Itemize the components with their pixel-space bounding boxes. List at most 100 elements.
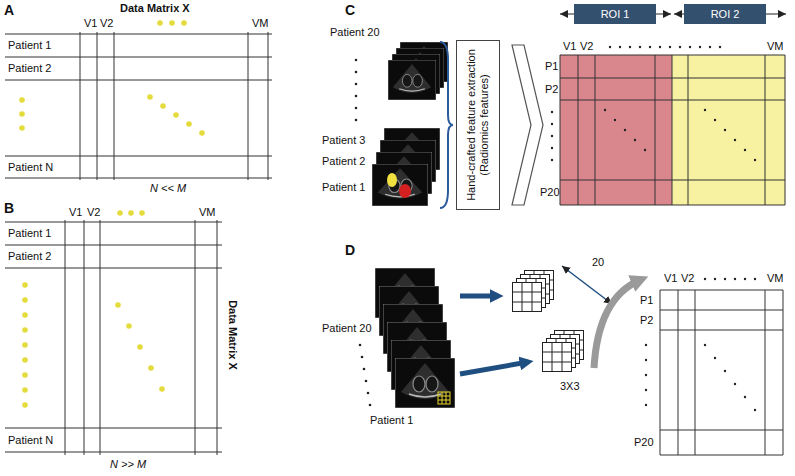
ellipsis-dots [173,112,179,118]
patch-grid [438,392,450,404]
ellipsis-dots [159,386,165,392]
row-label: P20 [540,186,560,199]
ellipsis-dots [704,344,706,346]
column-header: VM [767,40,784,53]
depth-arrow [562,266,612,304]
matrix-grid [560,55,785,205]
ellipsis-dots [609,46,611,48]
ellipsis-dots [355,59,358,122]
ellipsis-dots [355,107,358,110]
ellipsis-dots [645,359,647,361]
ellipsis-dots [355,119,358,122]
row-label: Patient 1 [8,39,51,52]
ellipsis-dots [22,387,28,393]
ellipsis-dots [734,278,736,280]
matrix-grid [5,220,222,455]
ellipsis-dots [714,278,716,280]
echo-image-stack [372,42,448,206]
ellipsis-dots [709,46,711,48]
ellipsis-dots [147,94,153,100]
ellipsis-dots [714,357,716,359]
ellipsis-dots [363,368,366,371]
column-header: V2 [100,17,113,30]
ellipsis-dots [639,46,641,48]
panel-letter: D [345,242,355,258]
roi-box: ROI 1 [574,4,656,24]
ellipsis-dots [137,344,143,350]
ellipsis-dots [148,365,154,371]
column-header: V1 [563,40,576,53]
ellipsis-dots [604,109,606,111]
ellipsis-dots [704,109,706,111]
patch-cube-stack [542,342,572,372]
ellipsis-dots [619,46,621,48]
ellipsis-dots [669,46,671,48]
node-text: ROI 1 [574,4,656,24]
echo-image-stack [395,358,455,408]
echo-image-stack [388,60,436,100]
ellipsis-dots [649,46,651,48]
matrix-grid [5,220,222,455]
ellipsis-dots [734,139,736,141]
patient-label: Patient 1 [370,414,413,427]
node-text: ROI 2 [684,4,766,24]
roi-segmentation [387,173,397,187]
ellipsis-dots [117,210,123,216]
ellipsis-dots [355,83,358,86]
row-label: P1 [545,60,558,73]
ellipsis-dots [355,95,358,98]
row-label: P2 [640,314,653,327]
ellipsis-dots [19,97,25,103]
column-header: V1 [69,206,82,219]
column-header: V2 [87,206,100,219]
patch-grid [438,392,450,404]
ellipsis-dots [22,210,165,408]
row-label: Patient N [8,434,53,447]
ellipsis-dots [689,46,691,48]
column-header: VM [199,206,216,219]
patient-label: Patient 1 [322,181,365,194]
echo-image-stack [375,268,455,408]
panel-letter: B [4,200,14,216]
curved-arrow [594,280,640,368]
ellipsis-dots [126,323,132,329]
row-label: P1 [640,294,653,307]
matrix-grid [5,32,272,180]
patient-label: Patient 20 [322,322,372,335]
ellipsis-dots [19,125,25,131]
ellipsis-dots [22,372,28,378]
row-label: Patient N [8,161,53,174]
ellipsis-dots [365,380,368,383]
column-header: VM [252,17,269,30]
ellipsis-dots [139,210,145,216]
ellipsis-dots [645,278,756,411]
ellipsis-dots [160,103,166,109]
ellipsis-dots [645,404,647,406]
ellipsis-dots [22,402,28,408]
matrix-title: Data Matrix X [226,300,239,370]
ellipsis-dots [645,344,647,346]
ellipsis-dots [644,149,646,151]
ellipsis-dots [359,344,372,407]
patient-label: Patient 2 [322,155,365,168]
ellipsis-dots [115,302,121,308]
ellipsis-dots [551,123,553,125]
ellipsis-dots [754,159,756,161]
ellipsis-dots [734,383,736,385]
ellipsis-dots [359,344,362,347]
row-label: Patient 1 [8,227,51,240]
patient-label: Patient 20 [330,26,380,39]
ellipsis-dots [551,46,756,161]
roi-box: ROI 2 [684,4,766,24]
ellipsis-dots [634,139,636,141]
dimension-note: N >> M [110,458,146,471]
ellipsis-dots [645,374,647,376]
process-box: Hand-crafted feature extraction (Radiomi… [456,40,500,210]
ellipsis-dots [724,278,726,280]
ellipsis-dots [724,129,726,131]
ellipsis-dots [724,370,726,372]
row-label: Patient 2 [8,62,51,75]
patch-grid [438,392,450,404]
